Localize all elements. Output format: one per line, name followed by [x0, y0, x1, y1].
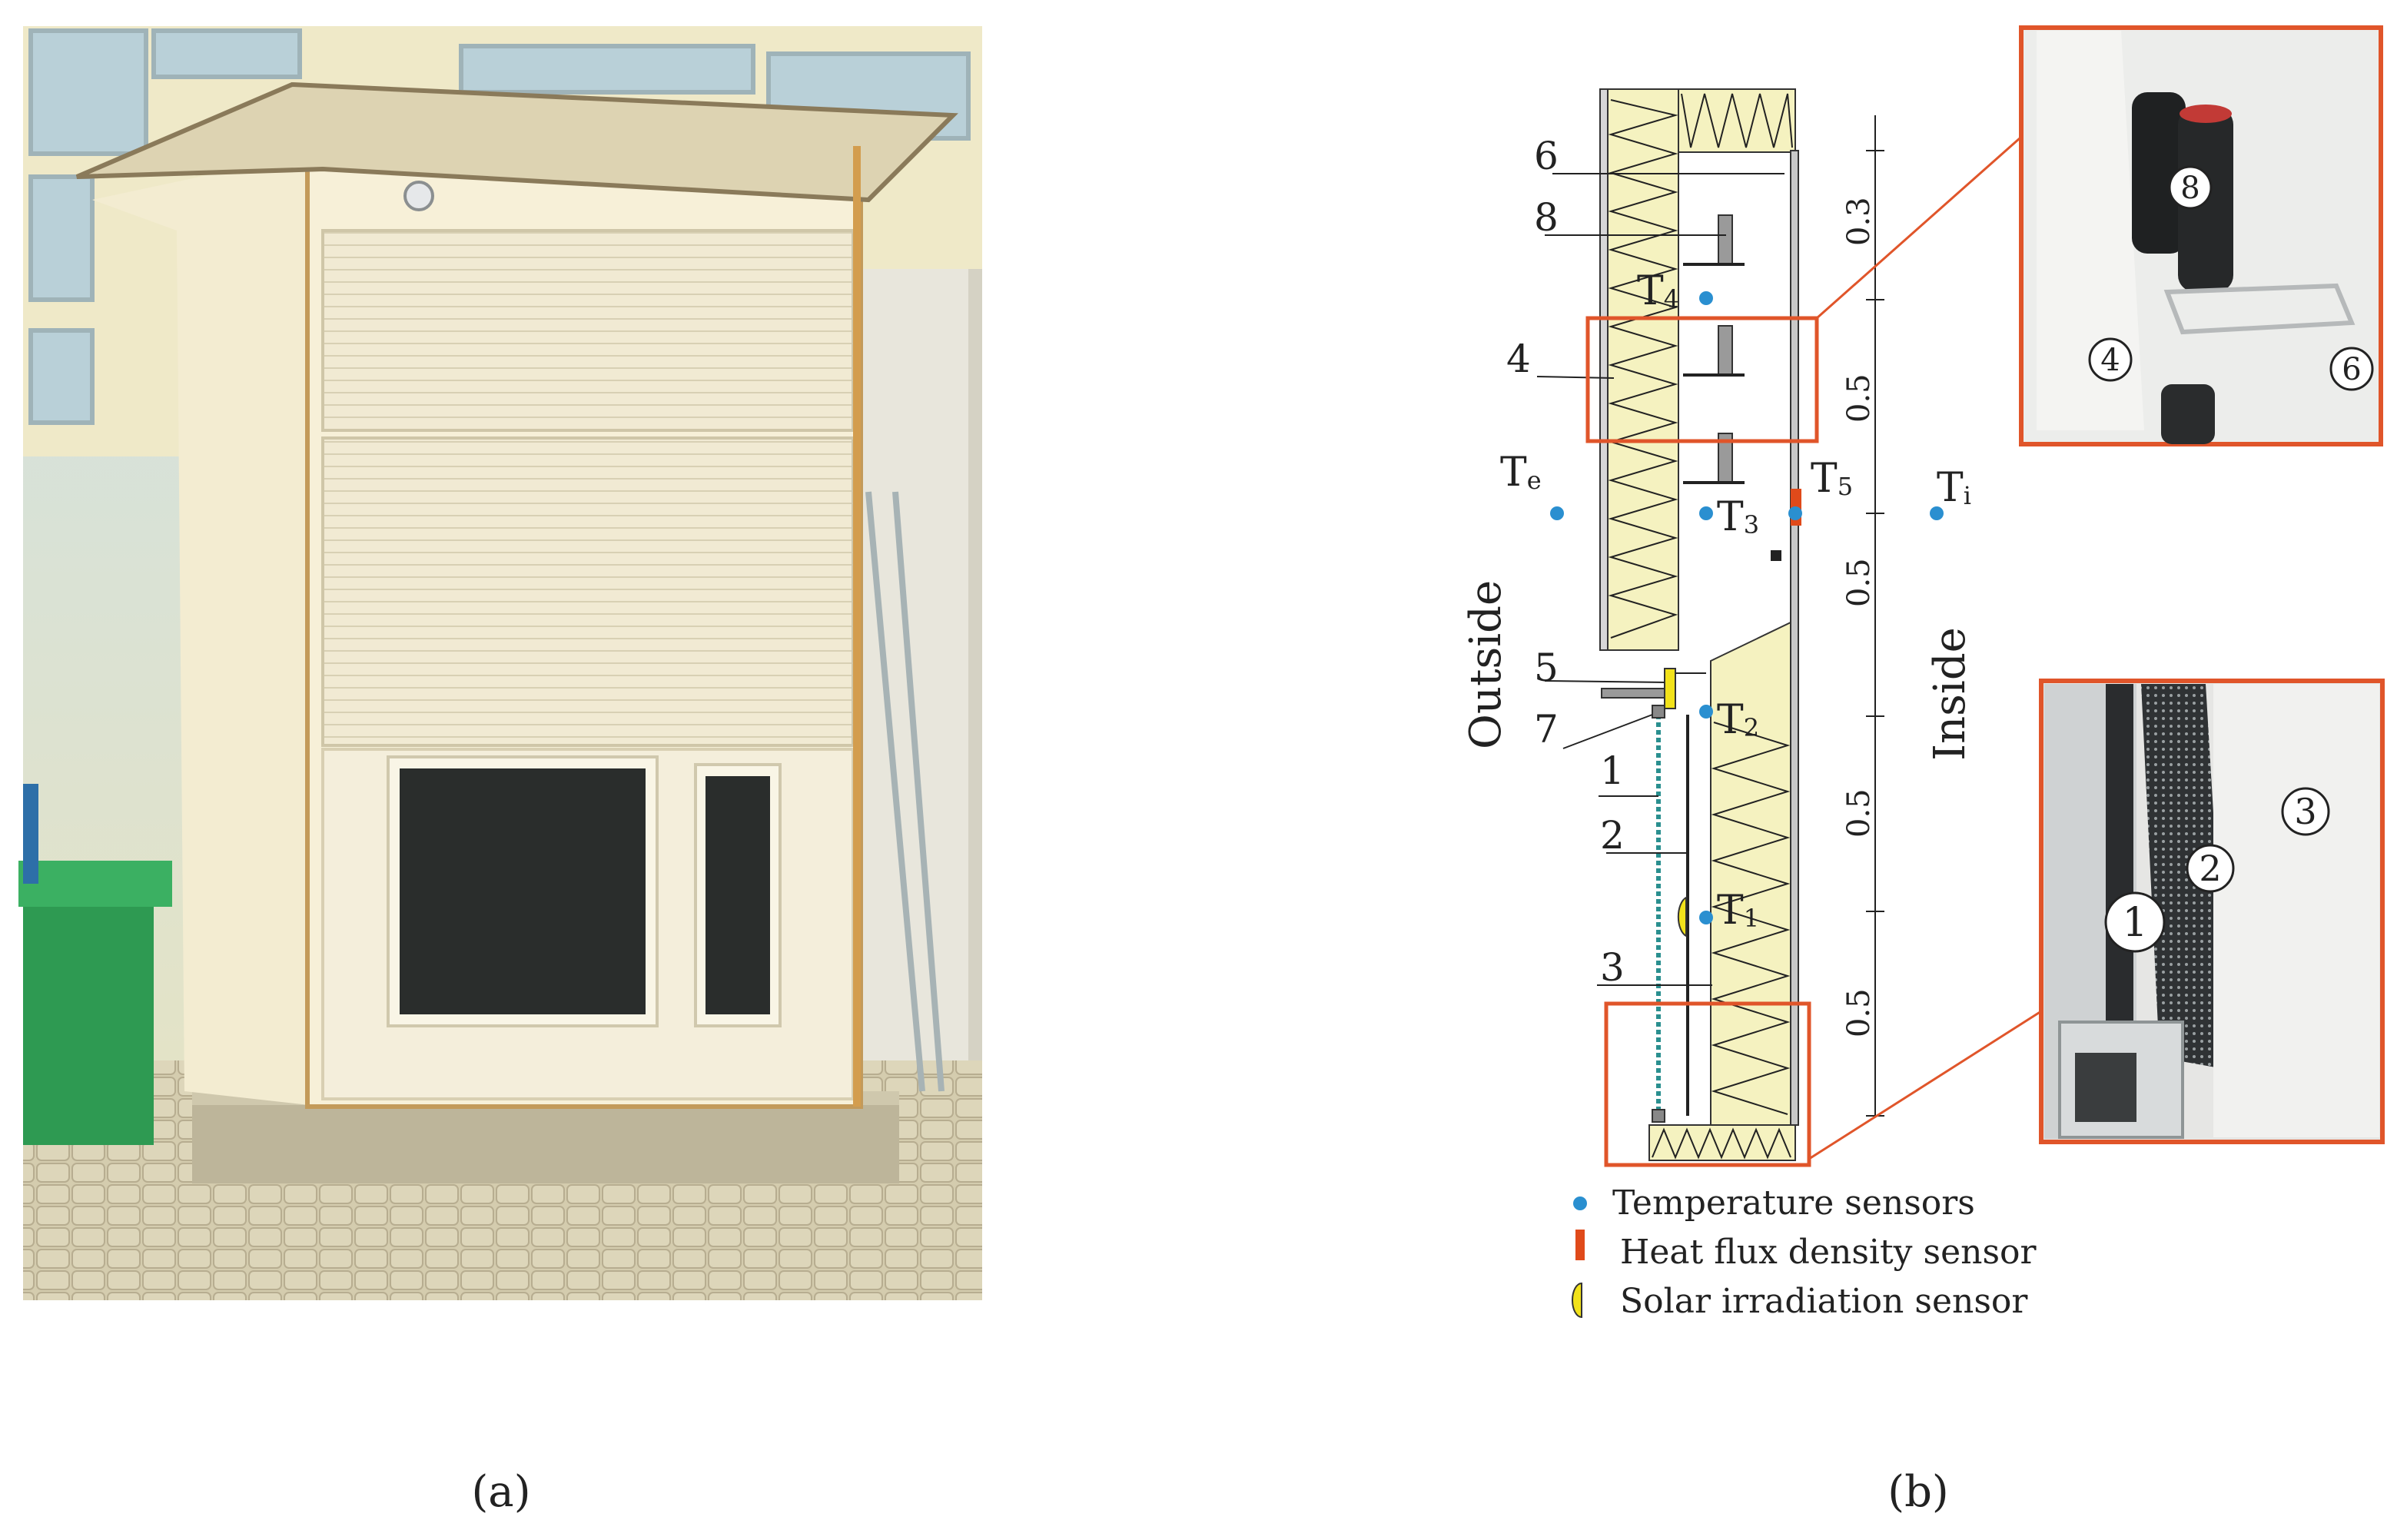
sensor-label-t3: T3 [1717, 494, 1759, 540]
part-number-1: 1 [1600, 748, 1625, 793]
highlight-box-upper [1585, 316, 1819, 443]
temperature-sensor-icon [1699, 705, 1713, 719]
test-window [400, 768, 646, 1014]
inset-label-4: 4 [2100, 343, 2120, 378]
part-number-4: 4 [1506, 337, 1531, 381]
temperature-sensor-icon [1699, 506, 1713, 520]
sensor-label-ti: Ti [1937, 465, 1971, 511]
highlight-box-lower [1604, 1001, 1811, 1167]
part-leaders [1536, 173, 1784, 986]
dimension-label: 0.5 [1841, 988, 1877, 1037]
temperature-sensor-icon [1550, 506, 1564, 520]
legend-label-solar: Solar irradiation sensor [1620, 1282, 2028, 1321]
dimension-label: 0.3 [1841, 197, 1877, 246]
outside-label: Outside [1461, 580, 1511, 749]
dimension-label: 0.5 [1841, 373, 1877, 423]
photo-panel-a [18, 26, 982, 1300]
sensor-label-t2: T2 [1717, 697, 1759, 743]
part-number-5: 5 [1534, 646, 1559, 690]
heat-flux-sensor-icon [1575, 1230, 1585, 1260]
legend-label-temperature: Temperature sensors [1612, 1183, 1975, 1223]
inset-label-6: 6 [2342, 352, 2361, 387]
solar-irradiation-sensor-icon [1572, 1282, 1582, 1319]
inset-label-1: 1 [2122, 900, 2147, 946]
temperature-sensor-icon [1573, 1196, 1587, 1210]
green-waste-bin [18, 784, 172, 1145]
temperature-sensor-icon [1699, 291, 1713, 305]
part-number-8: 8 [1534, 195, 1559, 240]
inset-label-2: 2 [2199, 848, 2221, 889]
part-number-6: 6 [1534, 134, 1559, 178]
temperature-sensor-icon [1788, 506, 1802, 520]
legend: Temperature sensors Heat flux density se… [1572, 1183, 2037, 1321]
wall-section-diagram: 6 8 4 5 7 1 2 3 Outside Inside Te Ti T1 … [1461, 88, 2042, 1321]
caption-a: (a) [471, 1467, 530, 1517]
sensor-label-te: Te [1500, 450, 1542, 496]
sensor-label-t1: T1 [1717, 888, 1759, 934]
temperature-sensors: Te Ti T1 T2 T3 T4 T5 [1500, 268, 1971, 938]
part-number-7: 7 [1534, 707, 1559, 752]
upper-insulation-layer [1607, 88, 1679, 651]
inset-photo-top: 8 4 6 [2019, 25, 2383, 446]
dimension-label: 0.5 [1841, 558, 1877, 607]
sample-cylinders [1683, 214, 1745, 484]
inset-photo-bottom: 1 2 3 [2039, 679, 2385, 1144]
temperature-sensor-icon [1699, 911, 1713, 924]
sensor-label-t4: T4 [1637, 268, 1679, 314]
legend-label-heat-flux: Heat flux density sensor [1620, 1233, 2037, 1272]
solar-irradiation-sensor-icon [1677, 896, 1687, 938]
temperature-sensor-icon [1930, 506, 1944, 520]
inset-label-8: 8 [2180, 171, 2200, 206]
inset-label-3: 3 [2294, 791, 2316, 832]
ladder [865, 491, 945, 1092]
caption-b: (b) [1887, 1467, 1949, 1517]
dimension-label: 0.5 [1841, 788, 1877, 838]
part-number-3: 3 [1600, 945, 1625, 990]
sensor-label-t5: T5 [1811, 456, 1853, 502]
dimension-line [1866, 115, 1884, 1117]
inside-label: Inside [1925, 627, 1975, 761]
part-number-2: 2 [1600, 813, 1625, 858]
